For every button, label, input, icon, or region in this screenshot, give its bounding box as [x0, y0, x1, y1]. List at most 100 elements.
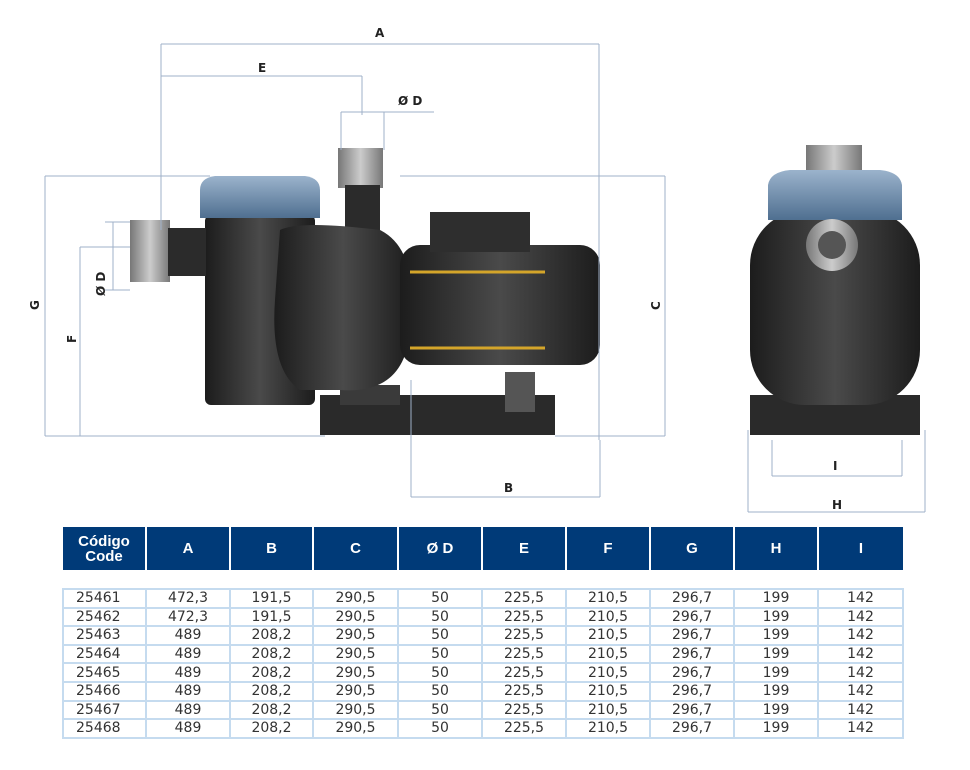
cell-value: 296,7	[649, 588, 735, 609]
cell-value: 199	[733, 699, 819, 721]
cell-value: 489	[145, 625, 231, 646]
pump-dimension-drawing: A E Ø D G F Ø D C B I H	[28, 26, 926, 513]
dim-label-g: G	[28, 300, 42, 310]
cell-value: 225,5	[481, 699, 567, 721]
cell-value: 208,2	[229, 718, 314, 739]
cell-value: 296,7	[649, 680, 735, 702]
cell-value: 142	[817, 643, 904, 665]
cell-value: 142	[817, 680, 904, 702]
cell-value: 210,5	[565, 718, 651, 739]
cell-value: 210,5	[565, 643, 651, 665]
cell-value: 142	[817, 625, 904, 646]
cell-value: 296,7	[649, 606, 735, 628]
pump-front-view	[750, 145, 920, 435]
cell-value: 489	[145, 699, 231, 721]
cell-value: 191,5	[229, 606, 314, 628]
header-col: Ø D	[397, 527, 482, 570]
cell-value: 142	[817, 718, 904, 739]
cell-value: 142	[817, 588, 904, 609]
cell-value: 210,5	[565, 588, 651, 609]
cell-value: 199	[733, 606, 819, 628]
cell-value: 208,2	[229, 699, 314, 721]
cell-value: 225,5	[481, 606, 567, 628]
cell-value: 225,5	[481, 588, 567, 609]
cell-code: 25464	[62, 643, 147, 665]
cell-value: 225,5	[481, 680, 567, 702]
pump-side-view	[130, 148, 600, 435]
cell-value: 142	[817, 662, 904, 683]
cell-value: 225,5	[481, 625, 567, 646]
header-code-es: Código	[78, 532, 130, 550]
cell-value: 296,7	[649, 643, 735, 665]
cell-value: 225,5	[481, 662, 567, 683]
cell-code: 25462	[62, 606, 147, 628]
cell-code: 25465	[62, 662, 147, 683]
cell-value: 199	[733, 680, 819, 702]
cell-value: 290,5	[312, 625, 399, 646]
cell-value: 296,7	[649, 718, 735, 739]
dim-label-c: C	[649, 301, 663, 310]
cell-value: 208,2	[229, 643, 314, 665]
cell-value: 489	[145, 718, 231, 739]
cell-value: 296,7	[649, 625, 735, 646]
cell-value: 290,5	[312, 699, 399, 721]
header-col: A	[145, 527, 230, 570]
cell-value: 142	[817, 699, 904, 721]
cell-value: 50	[397, 643, 483, 665]
header-code-en: Code	[85, 547, 123, 565]
header-col: I	[817, 527, 903, 570]
cell-value: 199	[733, 625, 819, 646]
dim-label-b: B	[504, 481, 513, 495]
cell-value: 199	[733, 662, 819, 683]
dim-label-d-side: Ø D	[94, 272, 108, 296]
cell-value: 208,2	[229, 662, 314, 683]
cell-value: 210,5	[565, 662, 651, 683]
cell-value: 199	[733, 718, 819, 739]
cell-code: 25463	[62, 625, 147, 646]
cell-value: 489	[145, 680, 231, 702]
header-col: B	[229, 527, 313, 570]
cell-value: 50	[397, 625, 483, 646]
cell-value: 50	[397, 680, 483, 702]
cell-value: 50	[397, 662, 483, 683]
cell-value: 472,3	[145, 588, 231, 609]
cell-value: 290,5	[312, 680, 399, 702]
cell-value: 199	[733, 643, 819, 665]
cell-code: 25468	[62, 718, 147, 739]
cell-value: 290,5	[312, 718, 399, 739]
cell-value: 142	[817, 606, 904, 628]
dim-label-h: H	[832, 498, 842, 512]
cell-value: 225,5	[481, 643, 567, 665]
header-col: F	[565, 527, 650, 570]
cell-value: 191,5	[229, 588, 314, 609]
dim-label-e: E	[258, 61, 266, 75]
header-col: H	[733, 527, 818, 570]
cell-value: 210,5	[565, 680, 651, 702]
cell-code: 25466	[62, 680, 147, 702]
cell-value: 50	[397, 606, 483, 628]
cell-value: 50	[397, 588, 483, 609]
cell-value: 290,5	[312, 662, 399, 683]
cell-value: 290,5	[312, 588, 399, 609]
cell-value: 199	[733, 588, 819, 609]
cell-value: 208,2	[229, 680, 314, 702]
cell-code: 25461	[62, 588, 147, 609]
cell-value: 489	[145, 643, 231, 665]
cell-value: 210,5	[565, 606, 651, 628]
cell-value: 296,7	[649, 662, 735, 683]
cell-value: 489	[145, 662, 231, 683]
cell-value: 296,7	[649, 699, 735, 721]
header-col: G	[649, 527, 734, 570]
cell-value: 290,5	[312, 606, 399, 628]
cell-value: 290,5	[312, 643, 399, 665]
dim-label-a: A	[375, 26, 385, 40]
